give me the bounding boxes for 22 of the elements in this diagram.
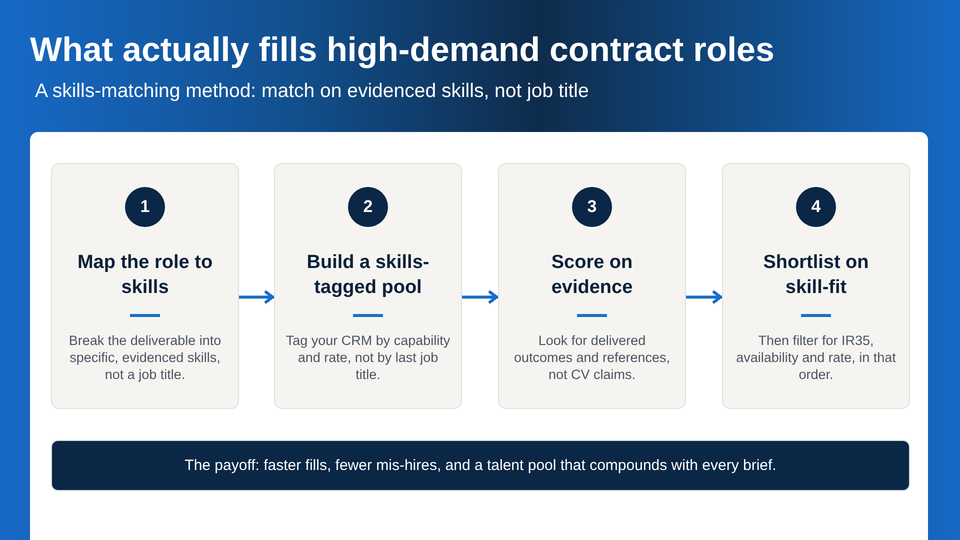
arrow: [239, 290, 274, 304]
step-card: [498, 163, 686, 409]
summary-banner: The payoff: faster fills, fewer mis-hires, and a talent pool that compounds with every brief.: [51, 440, 910, 491]
step-description: Break the deliverable into specific, evidenced skills, not a job title.: [68, 332, 222, 383]
step-card: [51, 163, 239, 409]
arrow: [462, 290, 498, 304]
step-description: Look for delivered outcomes and references, not CV claims.: [512, 332, 672, 383]
step-number-badge: 2: [348, 187, 388, 227]
step-heading: Shortlist on skill-fit: [762, 251, 870, 300]
step-number-badge: 4: [796, 187, 836, 227]
step-heading: Score on evidence: [550, 251, 634, 300]
step-heading: Build a skills-tagged pool: [306, 251, 430, 300]
title: What actually fills high-demand contract roles: [30, 30, 774, 71]
step-card: [722, 163, 910, 409]
step-description: Then filter for IR35, availability and rate, in that order.: [735, 332, 897, 383]
step-description: Tag your CRM by capability and rate, not by last job title.: [284, 332, 452, 383]
subtitle: A skills-matching method: match on evidenced skills, not job title: [35, 79, 589, 104]
step-number-badge: 1: [125, 187, 165, 227]
step-card: [274, 163, 462, 409]
arrow: [686, 290, 722, 304]
step-number-badge: 3: [572, 187, 612, 227]
step-heading: Map the role to skills: [76, 251, 214, 300]
